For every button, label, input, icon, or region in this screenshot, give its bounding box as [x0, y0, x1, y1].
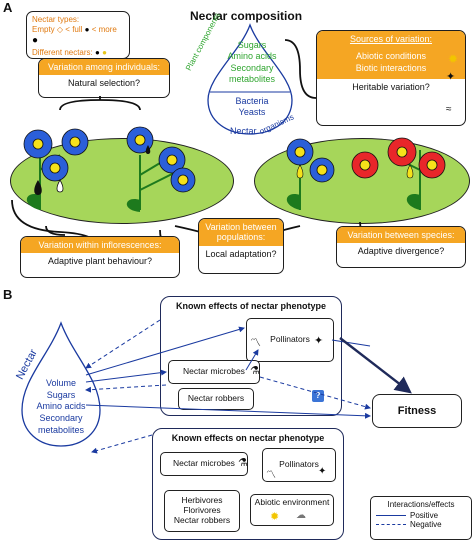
nectar-label: Nectar: [230, 126, 257, 136]
fitness-text: Fitness: [397, 405, 437, 417]
dashed-line-icon: [376, 524, 406, 525]
secondary-metabolites-text: Secondary metabolites: [228, 62, 276, 84]
interactions-legend: Interactions/effects Positive Negative: [370, 496, 472, 540]
known-effects-of-title: Known effects of nectar phenotype: [175, 301, 327, 311]
nectar-phenotype-drop: [21, 321, 101, 447]
pollinators-top-text: Pollinators: [270, 334, 310, 345]
species-body: Adaptive divergence?: [357, 246, 445, 257]
herbivores-text: Herbivores Florivores Nectar robbers: [173, 495, 231, 525]
red-flowers: [351, 137, 446, 179]
drop-green-list: Sugars Amino acids Secondary metabolites: [222, 40, 282, 85]
nectar-microbes-box-top: Nectar microbes: [168, 360, 260, 384]
nectar-microbes-bottom-text: Nectar microbes: [173, 458, 235, 469]
box-variation-populations: Variation between populations: Local ada…: [198, 218, 284, 274]
sugars-text: Sugars: [237, 40, 267, 50]
plants-illustration: [23, 126, 446, 212]
legend-positive-text: Positive: [410, 511, 439, 520]
pollinators-box-bottom: Pollinators: [262, 448, 336, 482]
nectar-drop-list: Volume Sugars Amino acids Secondary meta…: [26, 378, 96, 436]
volume-text: Volume: [45, 378, 77, 388]
box-variation-species: Variation between species: Adaptive dive…: [336, 226, 466, 268]
legend-title: Nectar types:: [32, 15, 80, 24]
nectar-microbes-box-bottom: Nectar microbes: [160, 452, 248, 476]
microscope-top-icon: ⚗: [250, 365, 260, 377]
populations-body: Local adaptation?: [205, 248, 277, 259]
microscope-bottom-icon: ⚗: [238, 457, 248, 469]
amino-acids-b-text: Amino acids: [36, 401, 86, 412]
sun-bottom-icon: ✹: [270, 511, 280, 523]
box-variation-individuals: Variation among individuals: Natural sel…: [38, 58, 170, 98]
bacteria-text: Bacteria: [235, 96, 269, 106]
legend-more: < more: [91, 25, 117, 34]
nectar-composition-drop: [207, 23, 293, 135]
drop-empty-icon: ◇: [56, 25, 64, 34]
amino-acids-text: Amino acids: [227, 51, 277, 62]
drop-large-icon: ●: [32, 35, 39, 46]
sugars-b-text: Sugars: [46, 389, 76, 400]
box-variation-inflorescences: Variation within inflorescences: Adaptiv…: [20, 236, 180, 278]
panel-b-letter: B: [3, 287, 13, 302]
hummingbird-icon: 〽: [250, 337, 261, 349]
yeasts-text: Yeasts: [238, 106, 266, 117]
solid-line-icon: [376, 515, 406, 516]
sun-icon: ✹: [448, 52, 459, 66]
cloud-rain-icon: ☁: [296, 510, 306, 521]
nectar-composition-title: Nectar composition: [190, 9, 303, 23]
legend-less: < full: [65, 25, 83, 34]
biotic-interactions-text: Biotic interactions: [355, 63, 427, 74]
drop-small-icon: ●: [84, 25, 90, 34]
legend-negative-text: Negative: [410, 520, 442, 529]
legend-different: Different nectars:: [32, 47, 93, 57]
hummingbird-bottom-icon: 〽: [266, 470, 276, 481]
inflorescences-body: Adaptive plant behaviour?: [47, 256, 153, 267]
dna-icon: ≈: [446, 104, 452, 115]
inflorescences-header: Variation within inflorescences:: [21, 237, 179, 254]
bee-bottom-icon: ✦: [318, 466, 327, 477]
drop-blue-list: Bacteria Yeasts: [222, 96, 282, 118]
known-effects-on-title: Known effects on nectar phenotype: [171, 433, 325, 443]
drop-yellow-icon: ●: [102, 47, 107, 57]
legend-empty: Empty: [32, 25, 55, 34]
legend-row-amount: Empty ◇ < full ● < more ●: [32, 25, 124, 48]
legend-row-different: Different nectars: ● ●: [32, 48, 124, 58]
fitness-box: Fitness: [372, 394, 462, 428]
individuals-header: Variation among individuals:: [39, 59, 169, 76]
secondary-metabolites-b-text: Secondary metabolites: [37, 413, 85, 435]
bee-icon: ✦: [446, 71, 456, 83]
abiotic-environment-box: Abiotic environment: [250, 494, 334, 526]
nectar-microbes-top-text: Nectar microbes: [183, 366, 245, 377]
nectar-robbers-box-top: Nectar robbers: [178, 388, 254, 410]
individuals-body: Natural selection?: [67, 78, 141, 89]
nectar-robbers-top-text: Nectar robbers: [187, 393, 245, 404]
legend-negative-row: Negative: [376, 520, 466, 529]
panel-a-letter: A: [3, 0, 13, 15]
drop-black-icon: ●: [95, 47, 100, 57]
pollinators-bottom-text: Pollinators: [279, 459, 319, 470]
bee-top-icon: ✦: [314, 335, 324, 347]
pollinators-box-top: Pollinators: [246, 318, 334, 362]
legend-b-title: Interactions/effects: [387, 500, 455, 509]
blue-flowers: [23, 126, 335, 193]
sources-mid: Abiotic conditions Biotic interactions: [317, 47, 465, 79]
heritable-text: Heritable variation?: [352, 81, 430, 92]
nectar-types-legend: Nectar types: Empty ◇ < full ● < more ● …: [26, 11, 130, 59]
panel-b-arrows: [85, 319, 412, 454]
populations-header: Variation between populations:: [199, 219, 283, 246]
abiotic-environment-text: Abiotic environment: [254, 497, 330, 507]
species-header: Variation between species:: [337, 227, 465, 244]
legend-positive-row: Positive: [376, 511, 466, 520]
abiotic-conditions-text: Abiotic conditions: [355, 51, 427, 62]
box-sources-variation: Sources of variation: Abiotic conditions…: [316, 30, 466, 126]
herbivores-box: Herbivores Florivores Nectar robbers: [164, 490, 240, 532]
sources-header: Sources of variation:: [317, 31, 465, 48]
